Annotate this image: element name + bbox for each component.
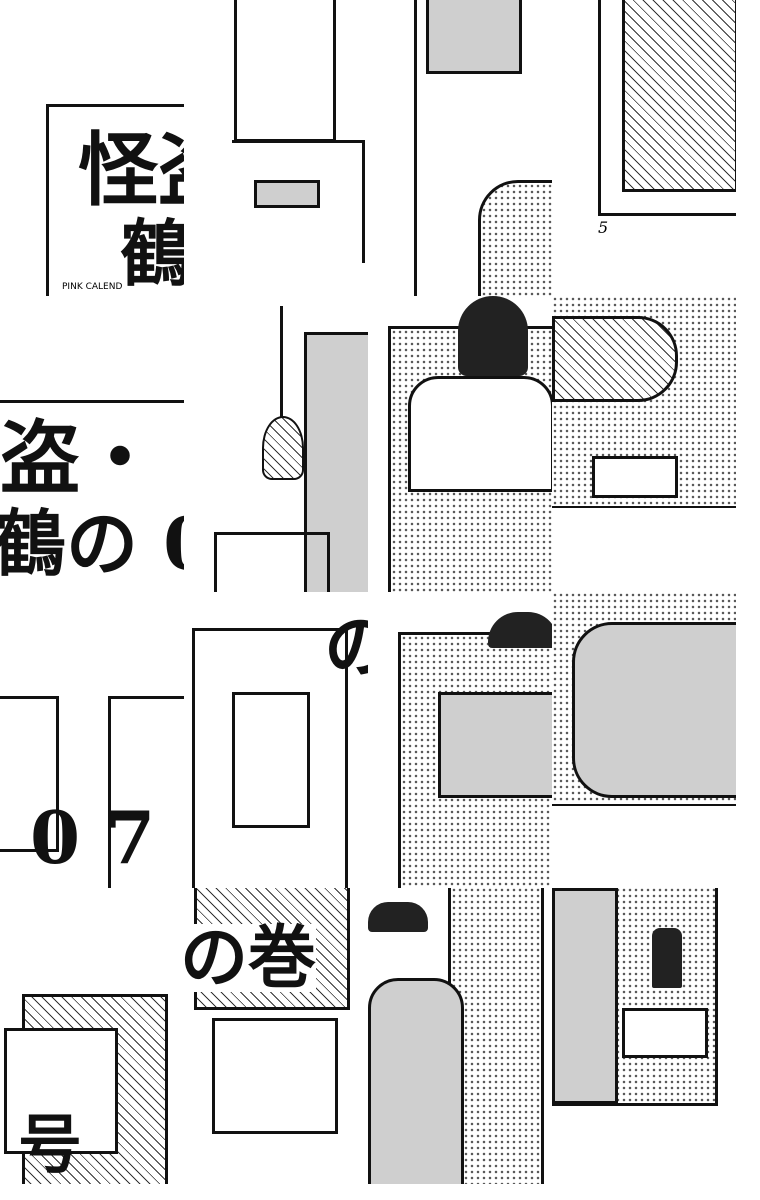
tile-refrigerator: の: [184, 592, 368, 888]
duster-handle: [280, 306, 283, 456]
tile-table-corner: [552, 296, 736, 592]
feather-duster: [262, 416, 304, 480]
bottles-tray: [214, 532, 330, 592]
tv-screen: [426, 0, 522, 74]
title-fragment: 0 7: [30, 795, 156, 880]
tile-speaker: 号: [0, 888, 184, 1184]
player-head: [458, 296, 528, 376]
officer-trousers: [622, 0, 736, 192]
wall-plate: [212, 1018, 338, 1134]
fridge-panel: [232, 692, 310, 828]
tile-mahjong-player: [368, 296, 552, 592]
panel-border: [552, 804, 736, 806]
title-fragment: の巻: [184, 924, 317, 992]
tile-title-number: 0 7: [0, 592, 184, 888]
title-fragment: 怪盗: [78, 123, 184, 217]
tile-calendar-tank: [184, 0, 368, 296]
tile-tv-cabinet: [368, 0, 552, 296]
officer-figure: [478, 180, 552, 296]
title-fragment: 号: [18, 1108, 82, 1183]
title-fragment: 盗・: [0, 411, 160, 505]
title-fragment: の: [324, 605, 368, 688]
police-cap: [368, 902, 428, 932]
tile-duster: [184, 296, 368, 592]
tile-title-top: 怪盗 鶴 PINK CALEND: [0, 0, 184, 296]
police-uniform: [368, 978, 464, 1184]
page-number: 5: [598, 218, 609, 237]
panel-border: [552, 506, 736, 508]
title-fragment: 鶴: [120, 211, 184, 296]
police-cap: [488, 612, 552, 648]
tile-bottle-ashtray: [552, 888, 736, 1184]
panel-frame: [598, 0, 736, 216]
tile-police-player: [368, 592, 552, 888]
tile-officer-standing: 5: [552, 0, 736, 296]
calendar-label: PINK CALEND: [62, 282, 123, 292]
cabinet: [414, 0, 552, 296]
ashtray: [592, 456, 678, 498]
speaker: [4, 1028, 118, 1154]
officer-leg: [552, 888, 618, 1104]
title-frame: [46, 104, 184, 296]
cabinet: [108, 696, 184, 888]
whisky-bottle: [652, 928, 682, 988]
tile-title-mid: 盗・ 鶴の 0: [0, 296, 184, 592]
player-shirt: [408, 376, 552, 492]
tile-police-seated: [368, 888, 552, 1184]
pinup-calendar: [234, 0, 336, 142]
refrigerator-side: [304, 332, 368, 592]
player-arm: [552, 316, 678, 402]
tile-seated-officer: [552, 592, 736, 888]
title-fragment: 鶴の 0: [0, 501, 184, 586]
model-tank: [254, 180, 320, 208]
officer-back: [572, 622, 736, 798]
window-frame: [0, 696, 59, 852]
title-frame: [0, 400, 184, 592]
ashtray: [622, 1008, 708, 1058]
shelf: [232, 140, 365, 263]
refrigerator: [192, 628, 348, 888]
police-uniform: [438, 692, 552, 798]
tile-title-end: の巻: [184, 888, 368, 1184]
